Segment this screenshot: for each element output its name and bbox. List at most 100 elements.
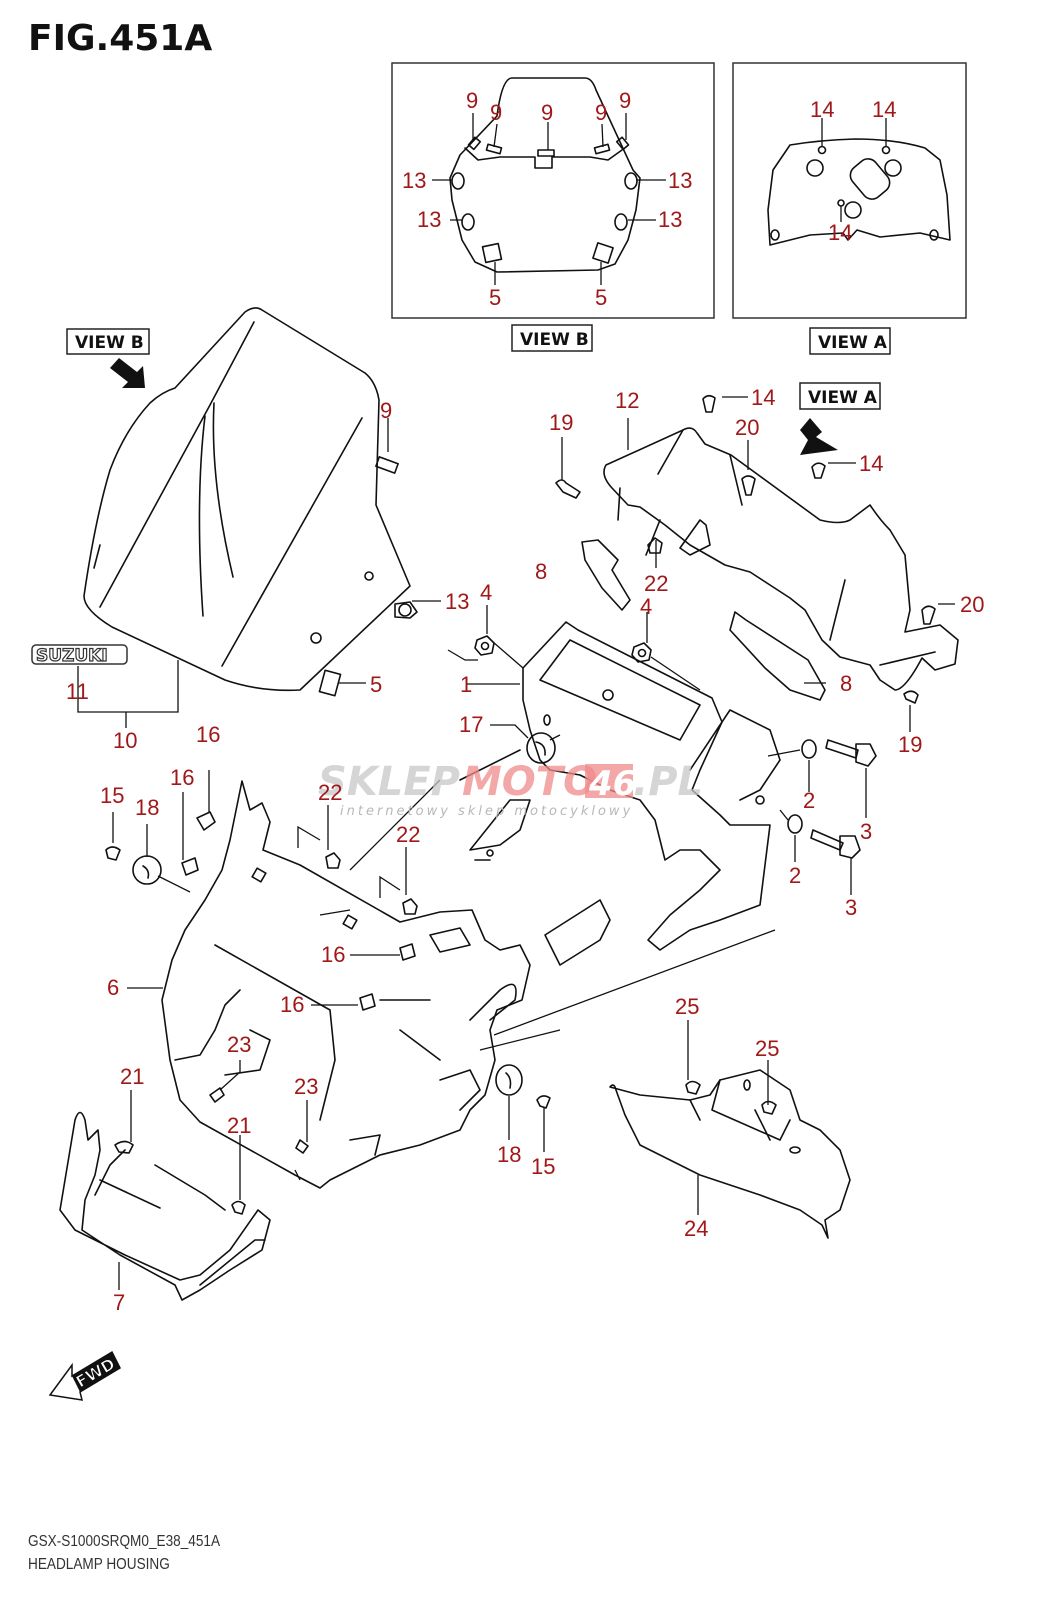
view-a-arrow-icon xyxy=(800,418,838,455)
bolt-3-lower xyxy=(810,829,861,859)
callout-9: 9 xyxy=(619,88,631,113)
callout-18: 18 xyxy=(497,1142,521,1167)
svg-text:.PL: .PL xyxy=(633,759,703,805)
bracket-8-left xyxy=(581,539,631,611)
callout-22: 22 xyxy=(644,571,668,596)
callout-25: 25 xyxy=(755,1036,779,1061)
clip-22-upper xyxy=(647,537,663,554)
screw-23-a xyxy=(209,1087,225,1103)
clip-16-c xyxy=(399,943,416,961)
svg-text:MOTO: MOTO xyxy=(462,759,597,805)
callout-1: 1 xyxy=(460,672,472,697)
callout-13: 13 xyxy=(417,207,441,232)
view-b-pad-9 xyxy=(485,143,503,155)
callout-14: 14 xyxy=(810,97,834,122)
svg-text:internetowy sklep motocyklowy: internetowy sklep motocyklowy xyxy=(340,804,633,819)
callout-14: 14 xyxy=(859,451,883,476)
nut-4-left xyxy=(474,635,495,656)
main-callouts: 9 13 5 11 10 19 12 14 20 14 8 22 4 4 20 … xyxy=(66,385,984,1315)
callout-14: 14 xyxy=(872,97,896,122)
callout-3: 3 xyxy=(860,819,872,844)
screw-23-b xyxy=(295,1139,309,1154)
clip-16-b xyxy=(181,857,199,876)
callout-13: 13 xyxy=(402,168,426,193)
screw-14-lower xyxy=(811,462,826,479)
callout-4: 4 xyxy=(480,580,492,605)
bolt-3-upper xyxy=(825,739,877,767)
lower-cover-part-7 xyxy=(59,1111,271,1301)
view-b-frame xyxy=(391,62,715,319)
callout-16: 16 xyxy=(321,942,345,967)
callout-14: 14 xyxy=(751,385,775,410)
callout-19: 19 xyxy=(898,732,922,757)
callout-21: 21 xyxy=(227,1113,251,1138)
screw-19-lower xyxy=(903,690,919,704)
pad-9 xyxy=(375,456,399,474)
clip-22-a xyxy=(325,852,341,869)
callout-9: 9 xyxy=(490,100,502,125)
callout-3: 3 xyxy=(845,895,857,920)
headlamp-bracket-part-1 xyxy=(459,621,781,966)
rivet-20-upper xyxy=(741,475,756,496)
view-b-pad-9 xyxy=(593,143,611,155)
callout-5: 5 xyxy=(489,285,501,310)
callout-15: 15 xyxy=(100,783,124,808)
section-name: HEADLAMP HOUSING xyxy=(28,1556,170,1573)
suzuki-emblem-11: SUZUKI xyxy=(31,644,128,667)
figure-title: FIG.451A xyxy=(28,18,213,59)
callout-13: 13 xyxy=(658,207,682,232)
clip-16-d xyxy=(359,993,376,1011)
callout-13: 13 xyxy=(445,589,469,614)
callout-9: 9 xyxy=(595,100,607,125)
callout-13: 13 xyxy=(668,168,692,193)
callout-20: 20 xyxy=(735,415,759,440)
view-b-inner-edge xyxy=(464,147,623,169)
screw-25-a xyxy=(685,1080,701,1095)
watermark: SKLEP MOTO 46 .PL internetowy sklep moto… xyxy=(318,759,703,819)
screw-19-upper xyxy=(555,479,581,499)
callout-9: 9 xyxy=(466,88,478,113)
callout-16: 16 xyxy=(196,722,220,747)
clip-16-a xyxy=(196,811,216,831)
view-b-inset: 9 9 9 9 9 13 13 13 13 5 5 xyxy=(391,62,715,319)
view-b-pad-9 xyxy=(615,136,630,151)
callout-23: 23 xyxy=(227,1032,251,1057)
callout-5: 5 xyxy=(370,672,382,697)
view-a-frame xyxy=(732,62,967,319)
callout-15: 15 xyxy=(531,1154,555,1179)
callout-25: 25 xyxy=(675,994,699,1019)
fwd-arrow-icon: FWD xyxy=(48,1350,121,1401)
upper-cover-part-12 xyxy=(603,427,959,691)
callout-19: 19 xyxy=(549,410,573,435)
view-a-tag: VIEW A xyxy=(809,327,891,355)
callout-7: 7 xyxy=(113,1290,125,1315)
view-b-windscreen-outline xyxy=(449,77,641,273)
view-a-cover-outline xyxy=(767,138,951,246)
view-b-grommet-13 xyxy=(461,213,475,231)
callout-20: 20 xyxy=(960,592,984,617)
callout-12: 12 xyxy=(615,388,639,413)
callout-16: 16 xyxy=(170,765,194,790)
svg-text:SUZUKI: SUZUKI xyxy=(36,646,108,666)
svg-text:VIEW B: VIEW B xyxy=(520,330,589,350)
callout-10: 10 xyxy=(113,728,137,753)
screw-15-right xyxy=(536,1095,551,1109)
view-b-tag: VIEW B xyxy=(511,324,593,352)
model-code: GSX-S1000SRQM0_E38_451A xyxy=(28,1533,221,1550)
callout-16: 16 xyxy=(280,992,304,1017)
screw-25-b xyxy=(761,1100,777,1115)
view-b-pad-5 xyxy=(592,242,614,264)
callout-23: 23 xyxy=(294,1074,318,1099)
under-cover-part-24 xyxy=(609,1069,851,1239)
view-b-grommet-13 xyxy=(451,172,465,190)
callout-9: 9 xyxy=(541,100,553,125)
view-a-pointer-tag: VIEW A xyxy=(799,382,881,410)
grommet-13 xyxy=(394,601,418,619)
view-a-inset: 14 14 14 xyxy=(732,62,967,319)
grommet-17 xyxy=(526,732,556,764)
grommet-18-left xyxy=(132,855,162,885)
svg-text:FWD: FWD xyxy=(73,1354,119,1391)
svg-text:VIEW B: VIEW B xyxy=(75,333,144,353)
svg-text:VIEW A: VIEW A xyxy=(808,388,878,408)
